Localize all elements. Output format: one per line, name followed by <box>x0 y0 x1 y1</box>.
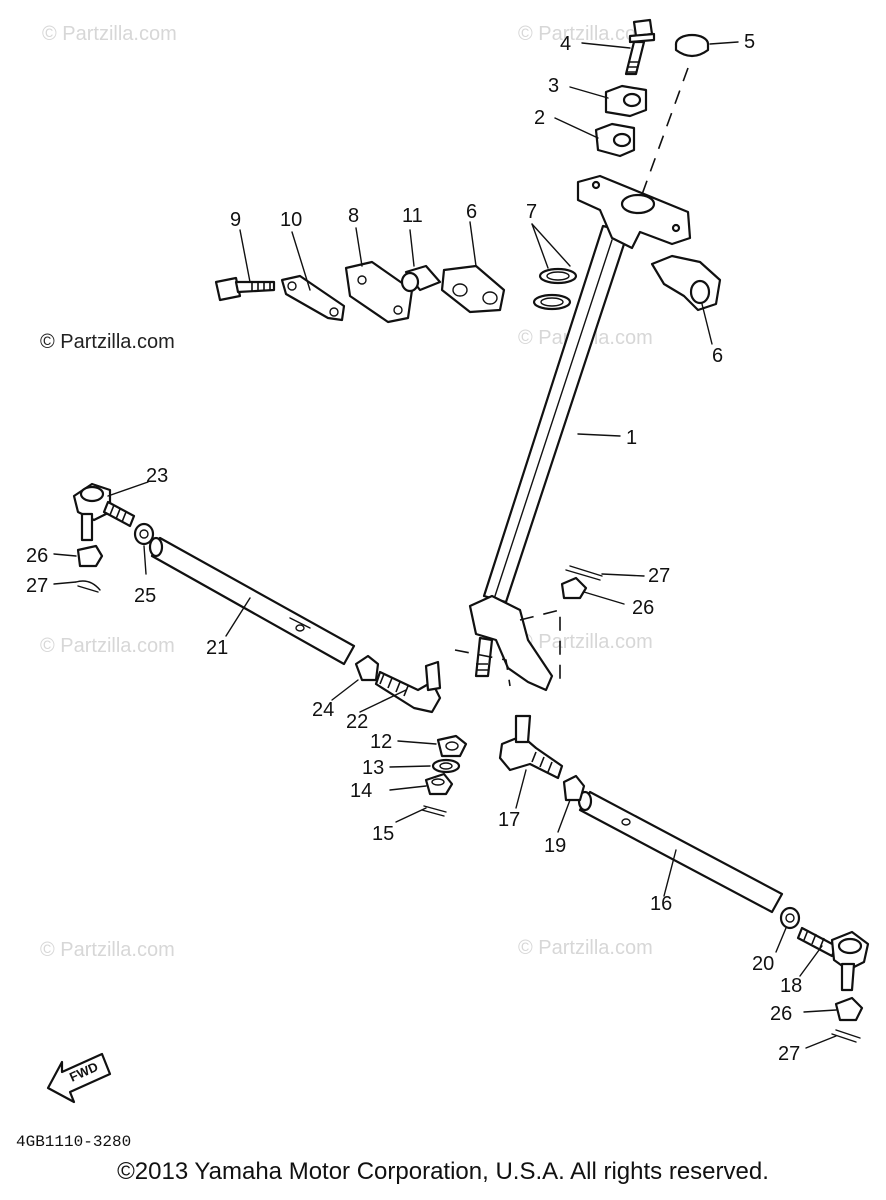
nut-24 <box>354 654 380 682</box>
callout-27-bottom: 27 <box>778 1043 800 1065</box>
bolt <box>624 18 656 76</box>
bracket-left <box>440 264 506 314</box>
bushing-pair <box>532 267 578 311</box>
assembly-line <box>639 67 689 201</box>
callout-2: 2 <box>534 107 545 129</box>
callout-6-left: 6 <box>466 201 477 223</box>
washer-13 <box>431 758 461 774</box>
nut-14 <box>424 772 454 796</box>
callout-24: 24 <box>312 699 334 721</box>
watermark: © Partzilla.com <box>518 23 653 45</box>
watermark: © Partzilla.com <box>42 23 177 45</box>
callout-3: 3 <box>548 75 559 97</box>
callout-8: 8 <box>348 205 359 227</box>
watermark: © Partzilla.com <box>518 631 653 653</box>
upper-bracket <box>576 174 692 250</box>
cotter-pin-15 <box>421 805 447 817</box>
callout-26-left: 26 <box>26 545 48 567</box>
callout-17: 17 <box>498 809 520 831</box>
callout-26-top: 26 <box>632 597 654 619</box>
callout-23: 23 <box>146 465 168 487</box>
nut-26-right-bottom <box>834 996 864 1022</box>
tie-rod-end-inner-right <box>498 714 564 780</box>
callout-26-bottom: 26 <box>770 1003 792 1025</box>
collar <box>400 264 442 293</box>
tie-rod-end-right <box>796 926 870 992</box>
watermark: © Partzilla.com <box>40 331 175 353</box>
callout-14: 14 <box>350 780 372 802</box>
plate <box>344 260 414 324</box>
tie-rod-left <box>148 536 356 666</box>
tie-rod-right <box>577 790 784 914</box>
lock-washer <box>280 274 346 322</box>
leader-lines <box>53 41 837 1049</box>
callout-5: 5 <box>744 31 755 53</box>
nut-26-left <box>76 544 104 568</box>
callout-7: 7 <box>526 201 537 223</box>
cotter-pin-27-left <box>75 580 101 593</box>
nut-12 <box>436 734 468 758</box>
callout-27-left: 27 <box>26 575 48 597</box>
bracket-right <box>650 254 722 312</box>
washer-20 <box>779 906 801 930</box>
callout-18: 18 <box>780 975 802 997</box>
clamp-lower <box>594 122 636 158</box>
callout-15: 15 <box>372 823 394 845</box>
callout-19: 19 <box>544 835 566 857</box>
tie-rod-end-inner-left <box>374 660 442 714</box>
watermark: © Partzilla.com <box>40 939 175 961</box>
cap <box>674 33 710 58</box>
callout-27-top: 27 <box>648 565 670 587</box>
callout-12: 12 <box>370 731 392 753</box>
callout-11: 11 <box>402 205 423 227</box>
bolt-long <box>214 276 276 302</box>
callout-25: 25 <box>134 585 156 607</box>
nut-26-right-top <box>560 576 588 600</box>
callout-13: 13 <box>362 757 384 779</box>
watermark: © Partzilla.com <box>518 937 653 959</box>
tie-rod-end-left <box>72 482 136 542</box>
callout-10: 10 <box>280 209 302 231</box>
callout-numbers: 1 2 3 4 5 6 6 7 8 9 10 11 12 13 14 15 16… <box>26 31 802 1065</box>
callout-6-right: 6 <box>712 345 723 367</box>
washer-25 <box>133 522 155 546</box>
callout-22: 22 <box>346 711 368 733</box>
copyright-notice: ©2013 Yamaha Motor Corporation, U.S.A. A… <box>117 1158 769 1185</box>
callout-9: 9 <box>230 209 241 231</box>
callout-20: 20 <box>752 953 774 975</box>
nut-19 <box>562 774 586 802</box>
watermark: © Partzilla.com <box>40 635 175 657</box>
callout-4: 4 <box>560 33 571 55</box>
clamp-upper <box>604 84 648 118</box>
fwd-arrow-icon: FWD <box>46 1052 112 1104</box>
callout-1: 1 <box>626 427 637 449</box>
diagram-code: 4GB1110-3280 <box>16 1133 131 1151</box>
callout-16: 16 <box>650 893 672 915</box>
cotter-pin-27-top <box>565 565 603 581</box>
callout-21: 21 <box>206 637 228 659</box>
